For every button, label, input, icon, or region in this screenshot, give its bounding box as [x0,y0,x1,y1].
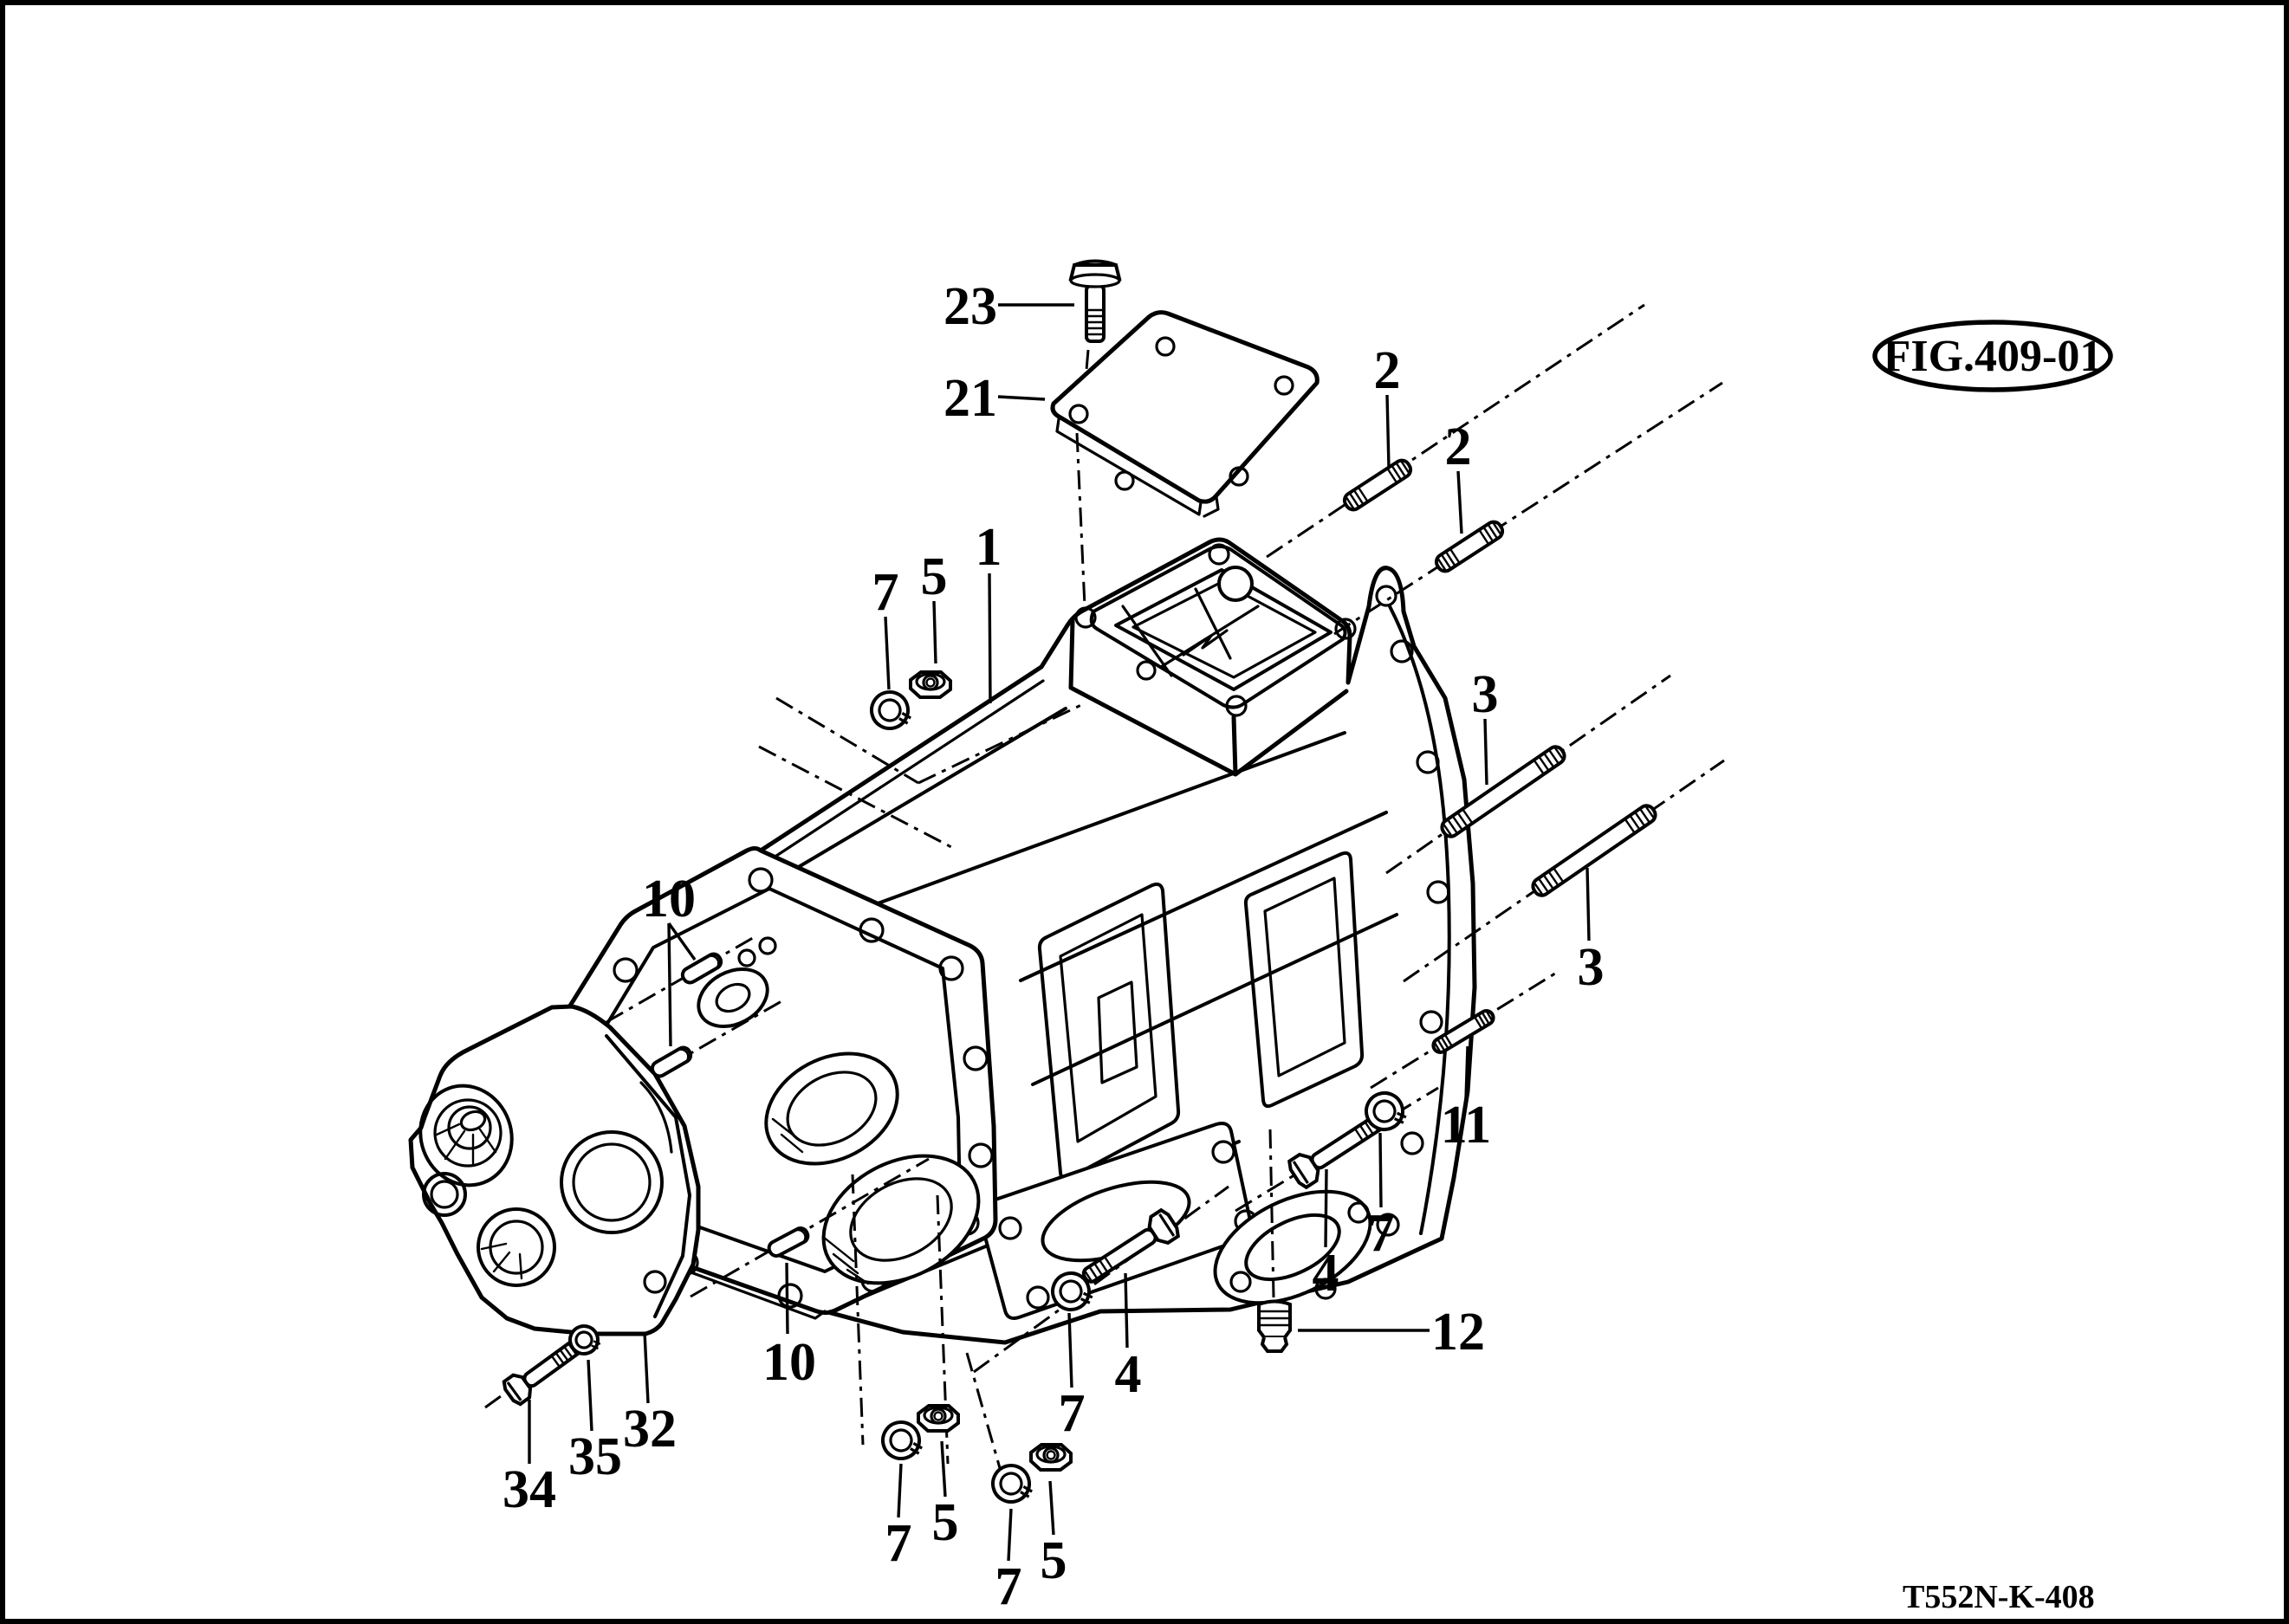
nut-5-bottom-right [1029,1443,1073,1472]
shift-fork-lines [1121,587,1260,677]
callout-3-leader [1483,718,1488,786]
cover-plate-21 [1050,310,1320,518]
housing-ribs [776,707,1398,1297]
callout-2-leader [1385,394,1391,469]
callout-7-label: 7 [1059,1384,1086,1443]
callout-3-label: 3 [1472,665,1499,724]
callout-10-label: 10 [642,870,696,928]
callout-10-leader [667,922,697,961]
callout-2-label: 2 [1445,417,1472,476]
callout-7-label: 7 [1368,1204,1395,1263]
callout-34-label: 34 [503,1460,556,1519]
nut-5-top [909,670,952,699]
callout-7-leader [1378,1132,1383,1208]
shift-ball [1217,566,1254,602]
callout-7-label: 7 [885,1514,912,1573]
callout-23-label: 23 [943,277,997,336]
callout-11-leader [1464,1045,1469,1099]
callout-4-leader [1124,1272,1129,1349]
stud-2-upper [1339,456,1416,514]
callout-1-label: 1 [976,518,1002,577]
tower-opening [1114,568,1333,691]
shifter-tower [1068,543,1357,777]
callout-12-label: 12 [1431,1303,1485,1362]
bolt-23 [1069,259,1121,343]
stud-2-lower [1431,517,1508,576]
callout-2-label: 2 [1374,341,1401,400]
callout-5-leader [940,1440,947,1498]
stud-3-lower [1527,800,1661,901]
side-window-rear [1243,851,1365,1109]
callout-3-leader [1585,867,1591,941]
release-housing-bores [418,1084,667,1294]
rear-flange-holes [1375,585,1450,1237]
callout-7-leader [1007,1508,1013,1562]
drawing-code: T552N-K-408 [1903,1579,2095,1615]
callout-5-leader [932,600,937,664]
figure-stamp-ellipse [1872,320,2113,392]
release-housing-outline [408,1004,701,1336]
plug-12 [1257,1299,1292,1353]
callout-2-leader [1456,470,1463,534]
callout-21-leader [997,395,1046,401]
callout-5-label: 5 [932,1493,959,1552]
callout-3-label: 3 [1578,938,1605,997]
callout-5-label: 5 [921,547,948,606]
tower-bolt-holes [1074,543,1357,717]
callout-leaders [528,303,1591,1562]
callout-32-leader [643,1331,650,1404]
callout-4-label: 4 [1115,1345,1142,1404]
callout-4-label: 4 [1313,1244,1339,1303]
washer-7-bottom-right [987,1459,1035,1508]
callout-7-leader [1067,1312,1073,1388]
callout-5-leader [1048,1480,1055,1536]
callout-11-label: 11 [1441,1096,1492,1155]
figure-stamp: FIG.409-01 [1872,320,2113,392]
callout-32-label: 32 [623,1400,677,1459]
callout-35-leader [587,1359,593,1432]
callout-10-leader [667,922,672,1047]
callout-7-leader [884,616,891,690]
washer-7-bottom-left [877,1416,925,1465]
washer-7-top [866,686,914,734]
release-housing [408,1004,701,1336]
callout-10-leader [785,1262,789,1335]
callout-21-label: 21 [943,369,997,428]
side-window-front [1037,882,1181,1181]
assembly-axes [484,303,1725,1487]
callout-10-label: 10 [762,1333,816,1392]
figure-stamp-text: FIG.409-01 [1884,332,2103,381]
callout-35-label: 35 [568,1427,622,1486]
gasket-inner-line [596,887,962,1273]
callout-1-leader [988,573,992,704]
callout-7-label: 7 [872,563,899,622]
pto-oval-flange [1213,1189,1372,1305]
callout-5-label: 5 [1041,1531,1067,1590]
callout-7-leader [897,1463,903,1518]
callout-7-label: 7 [995,1557,1022,1616]
nut-5-bottom-left [917,1404,960,1433]
